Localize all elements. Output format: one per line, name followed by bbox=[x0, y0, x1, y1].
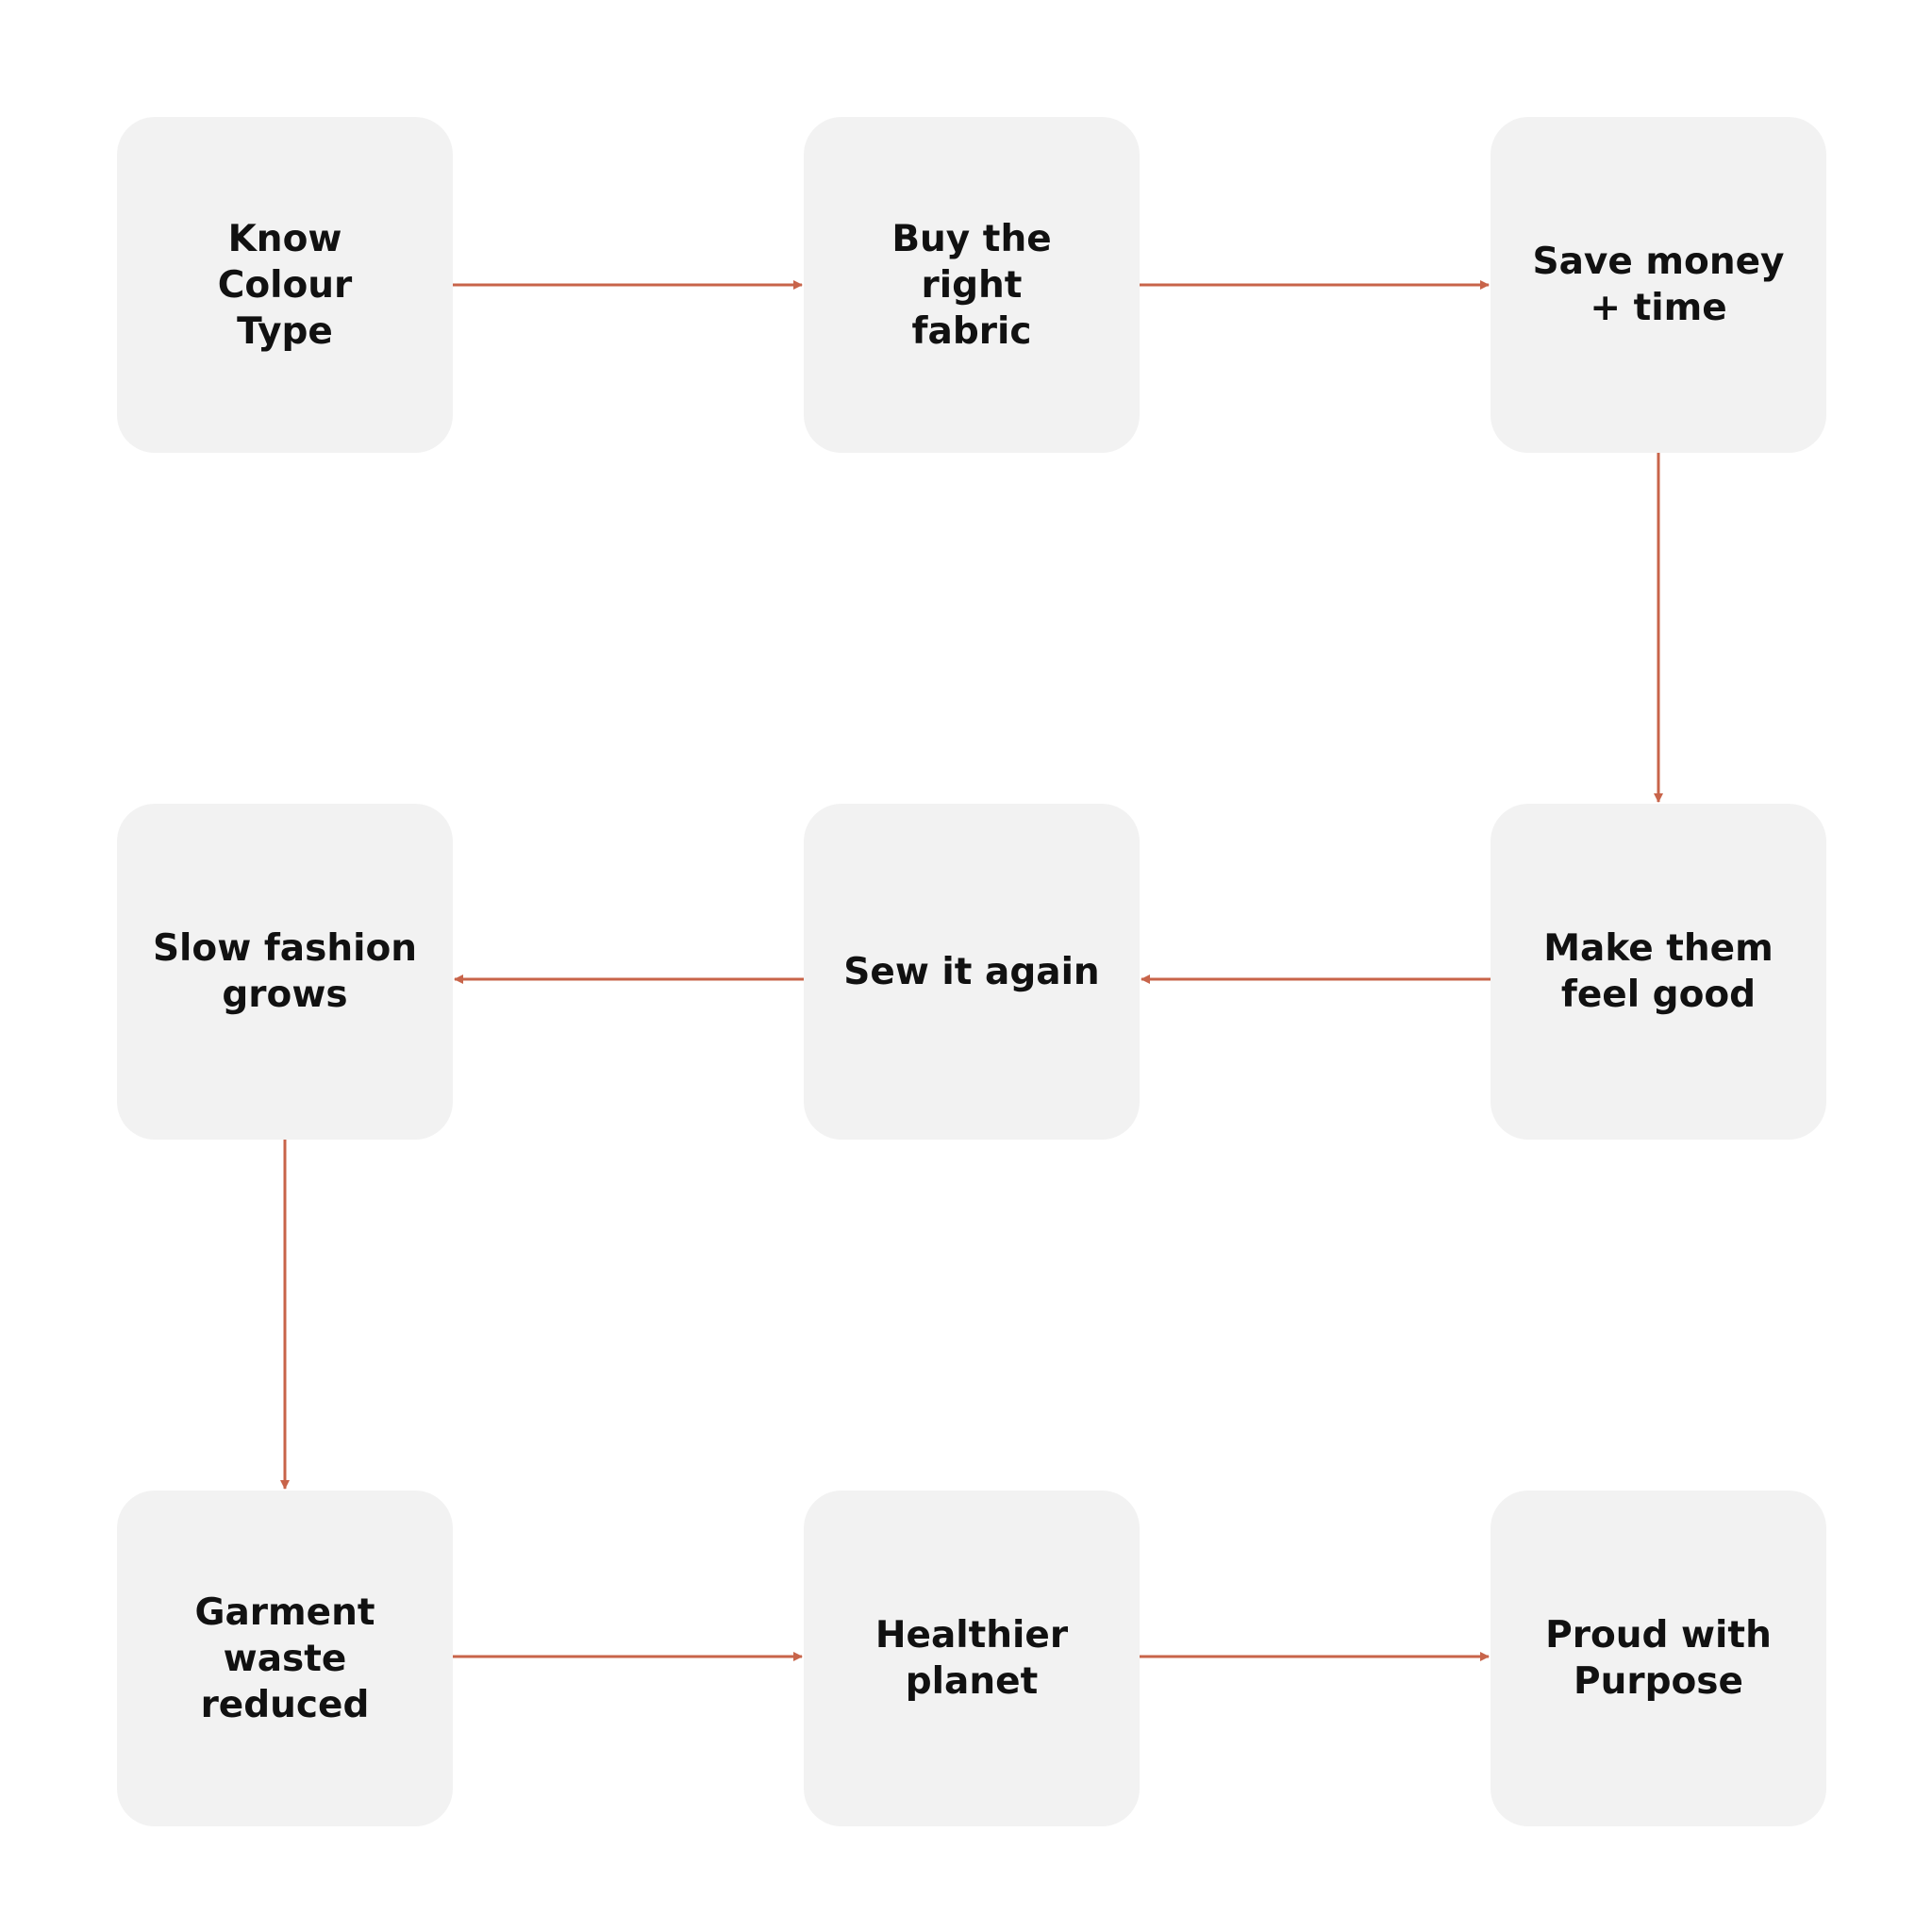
node-save-money-time: Save money + time bbox=[1491, 117, 1826, 453]
node-healthier-planet: Healthier planet bbox=[804, 1491, 1140, 1826]
node-label: Slow fashion grows bbox=[152, 927, 418, 1016]
node-know-colour-type: Know Colour Type bbox=[117, 117, 453, 453]
node-sew-it-again: Sew it again bbox=[804, 804, 1140, 1140]
node-buy-right-fabric: Buy the right fabric bbox=[804, 117, 1140, 453]
node-label: Healthier planet bbox=[874, 1614, 1069, 1703]
node-label: Save money + time bbox=[1532, 241, 1785, 329]
node-make-them-feel-good: Make them feel good bbox=[1491, 804, 1826, 1140]
node-label: Sew it again bbox=[843, 950, 1100, 993]
node-label: Buy the right fabric bbox=[891, 217, 1052, 353]
node-label: Know Colour Type bbox=[217, 217, 353, 353]
node-label: Garment waste reduced bbox=[194, 1591, 375, 1726]
node-garment-waste-reduced: Garment waste reduced bbox=[117, 1491, 453, 1826]
node-proud-with-purpose: Proud with Purpose bbox=[1491, 1491, 1826, 1826]
node-slow-fashion-grows: Slow fashion grows bbox=[117, 804, 453, 1140]
node-label: Proud with Purpose bbox=[1545, 1614, 1772, 1703]
node-label: Make them feel good bbox=[1543, 927, 1774, 1016]
